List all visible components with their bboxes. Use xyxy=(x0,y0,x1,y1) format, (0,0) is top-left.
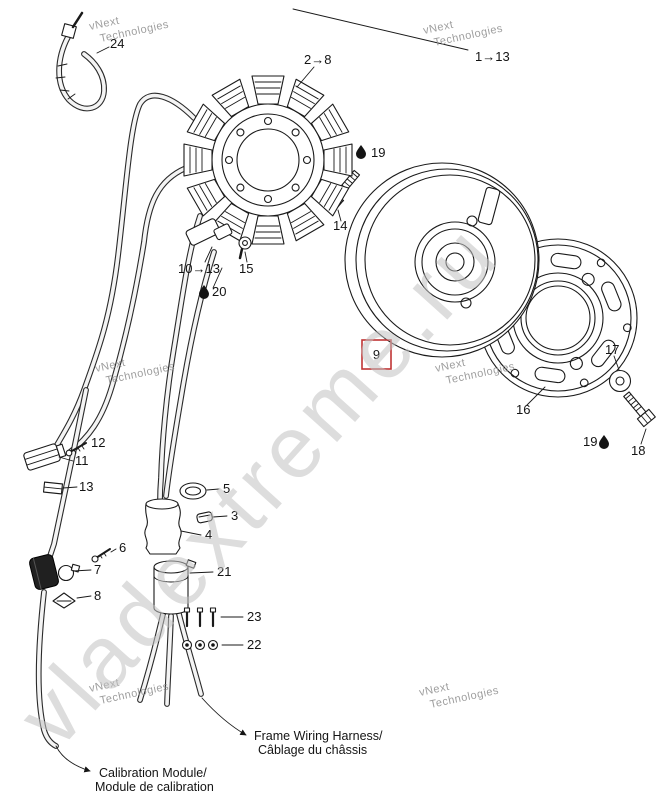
pins-23 xyxy=(183,607,217,628)
rubber-boot-4 xyxy=(144,498,182,555)
part-label-5: 5 xyxy=(223,481,230,496)
part-label-21: 21 xyxy=(217,564,231,579)
part-label-17: 17 xyxy=(605,342,619,357)
part-label-15: 15 xyxy=(239,261,253,276)
part-label-22: 22 xyxy=(247,637,261,652)
caption-frame-harness-fr: Câblage du châssis xyxy=(258,743,367,757)
part-label-8: 8 xyxy=(94,588,101,603)
screw-12 xyxy=(65,442,87,457)
part-label-16: 16 xyxy=(516,402,530,417)
caption-frame-harness-en: Frame Wiring Harness/ xyxy=(254,729,383,743)
clip-13 xyxy=(42,481,64,495)
leader-lines xyxy=(58,8,647,646)
washer xyxy=(608,369,632,393)
frame-harness-arrow xyxy=(201,697,247,736)
svg-text:vNextTechnologies: vNextTechnologies xyxy=(88,5,170,47)
svg-text:vNextTechnologies: vNextTechnologies xyxy=(422,9,504,51)
part-label-2-8: 2→8 xyxy=(304,52,331,67)
highlighted-part-box: 9 xyxy=(361,339,392,370)
svg-text:vNextTechnologies: vNextTechnologies xyxy=(418,671,500,713)
part-label-3: 3 xyxy=(231,508,238,523)
part-label-12: 12 xyxy=(91,435,105,450)
cable-tie xyxy=(55,11,104,109)
part-label-11: 11 xyxy=(75,453,89,468)
part-label-19-top: 19 xyxy=(371,145,385,160)
calibration-arrow xyxy=(55,745,91,773)
oil-droplet-icon xyxy=(199,285,209,299)
screw-15 xyxy=(238,236,252,260)
cap-5 xyxy=(179,482,207,500)
part-label-13: 13 xyxy=(79,479,93,494)
bolt-18 xyxy=(623,391,656,428)
part-label-24: 24 xyxy=(110,36,124,51)
highlight-rect xyxy=(361,339,392,370)
part-label-9: 9 xyxy=(373,347,380,362)
clip-8 xyxy=(52,592,76,609)
trigger-coil xyxy=(185,218,233,246)
caption-calibration-fr: Module de calibration xyxy=(95,780,214,794)
caption-calibration-en: Calibration Module/ xyxy=(99,766,207,780)
part-label-1-13: 1→13 xyxy=(475,49,510,64)
oil-droplet-icon xyxy=(356,145,366,159)
part-label-6: 6 xyxy=(119,540,126,555)
part-label-20: 20 xyxy=(212,284,226,299)
screw-6 xyxy=(91,548,111,563)
part-label-7: 7 xyxy=(94,562,101,577)
clamp-7 xyxy=(57,563,81,582)
clip-3 xyxy=(196,511,213,524)
connector-11 xyxy=(23,443,67,471)
part-label-19-bottom: 19 xyxy=(583,434,597,449)
part-label-10-13: 10→13 xyxy=(178,261,220,276)
stator-assembly xyxy=(183,75,353,245)
watermark-site: vladextreme.ru xyxy=(0,204,518,765)
part-label-14: 14 xyxy=(333,218,347,233)
grommets-22 xyxy=(181,639,219,651)
part-label-23: 23 xyxy=(247,609,261,624)
part-label-4: 4 xyxy=(205,527,212,542)
black-connector xyxy=(29,554,59,590)
part-label-18: 18 xyxy=(631,443,645,458)
flywheel xyxy=(344,162,540,358)
svg-text:vNextTechnologies: vNextTechnologies xyxy=(94,347,176,389)
oil-droplet-icon xyxy=(599,435,609,449)
